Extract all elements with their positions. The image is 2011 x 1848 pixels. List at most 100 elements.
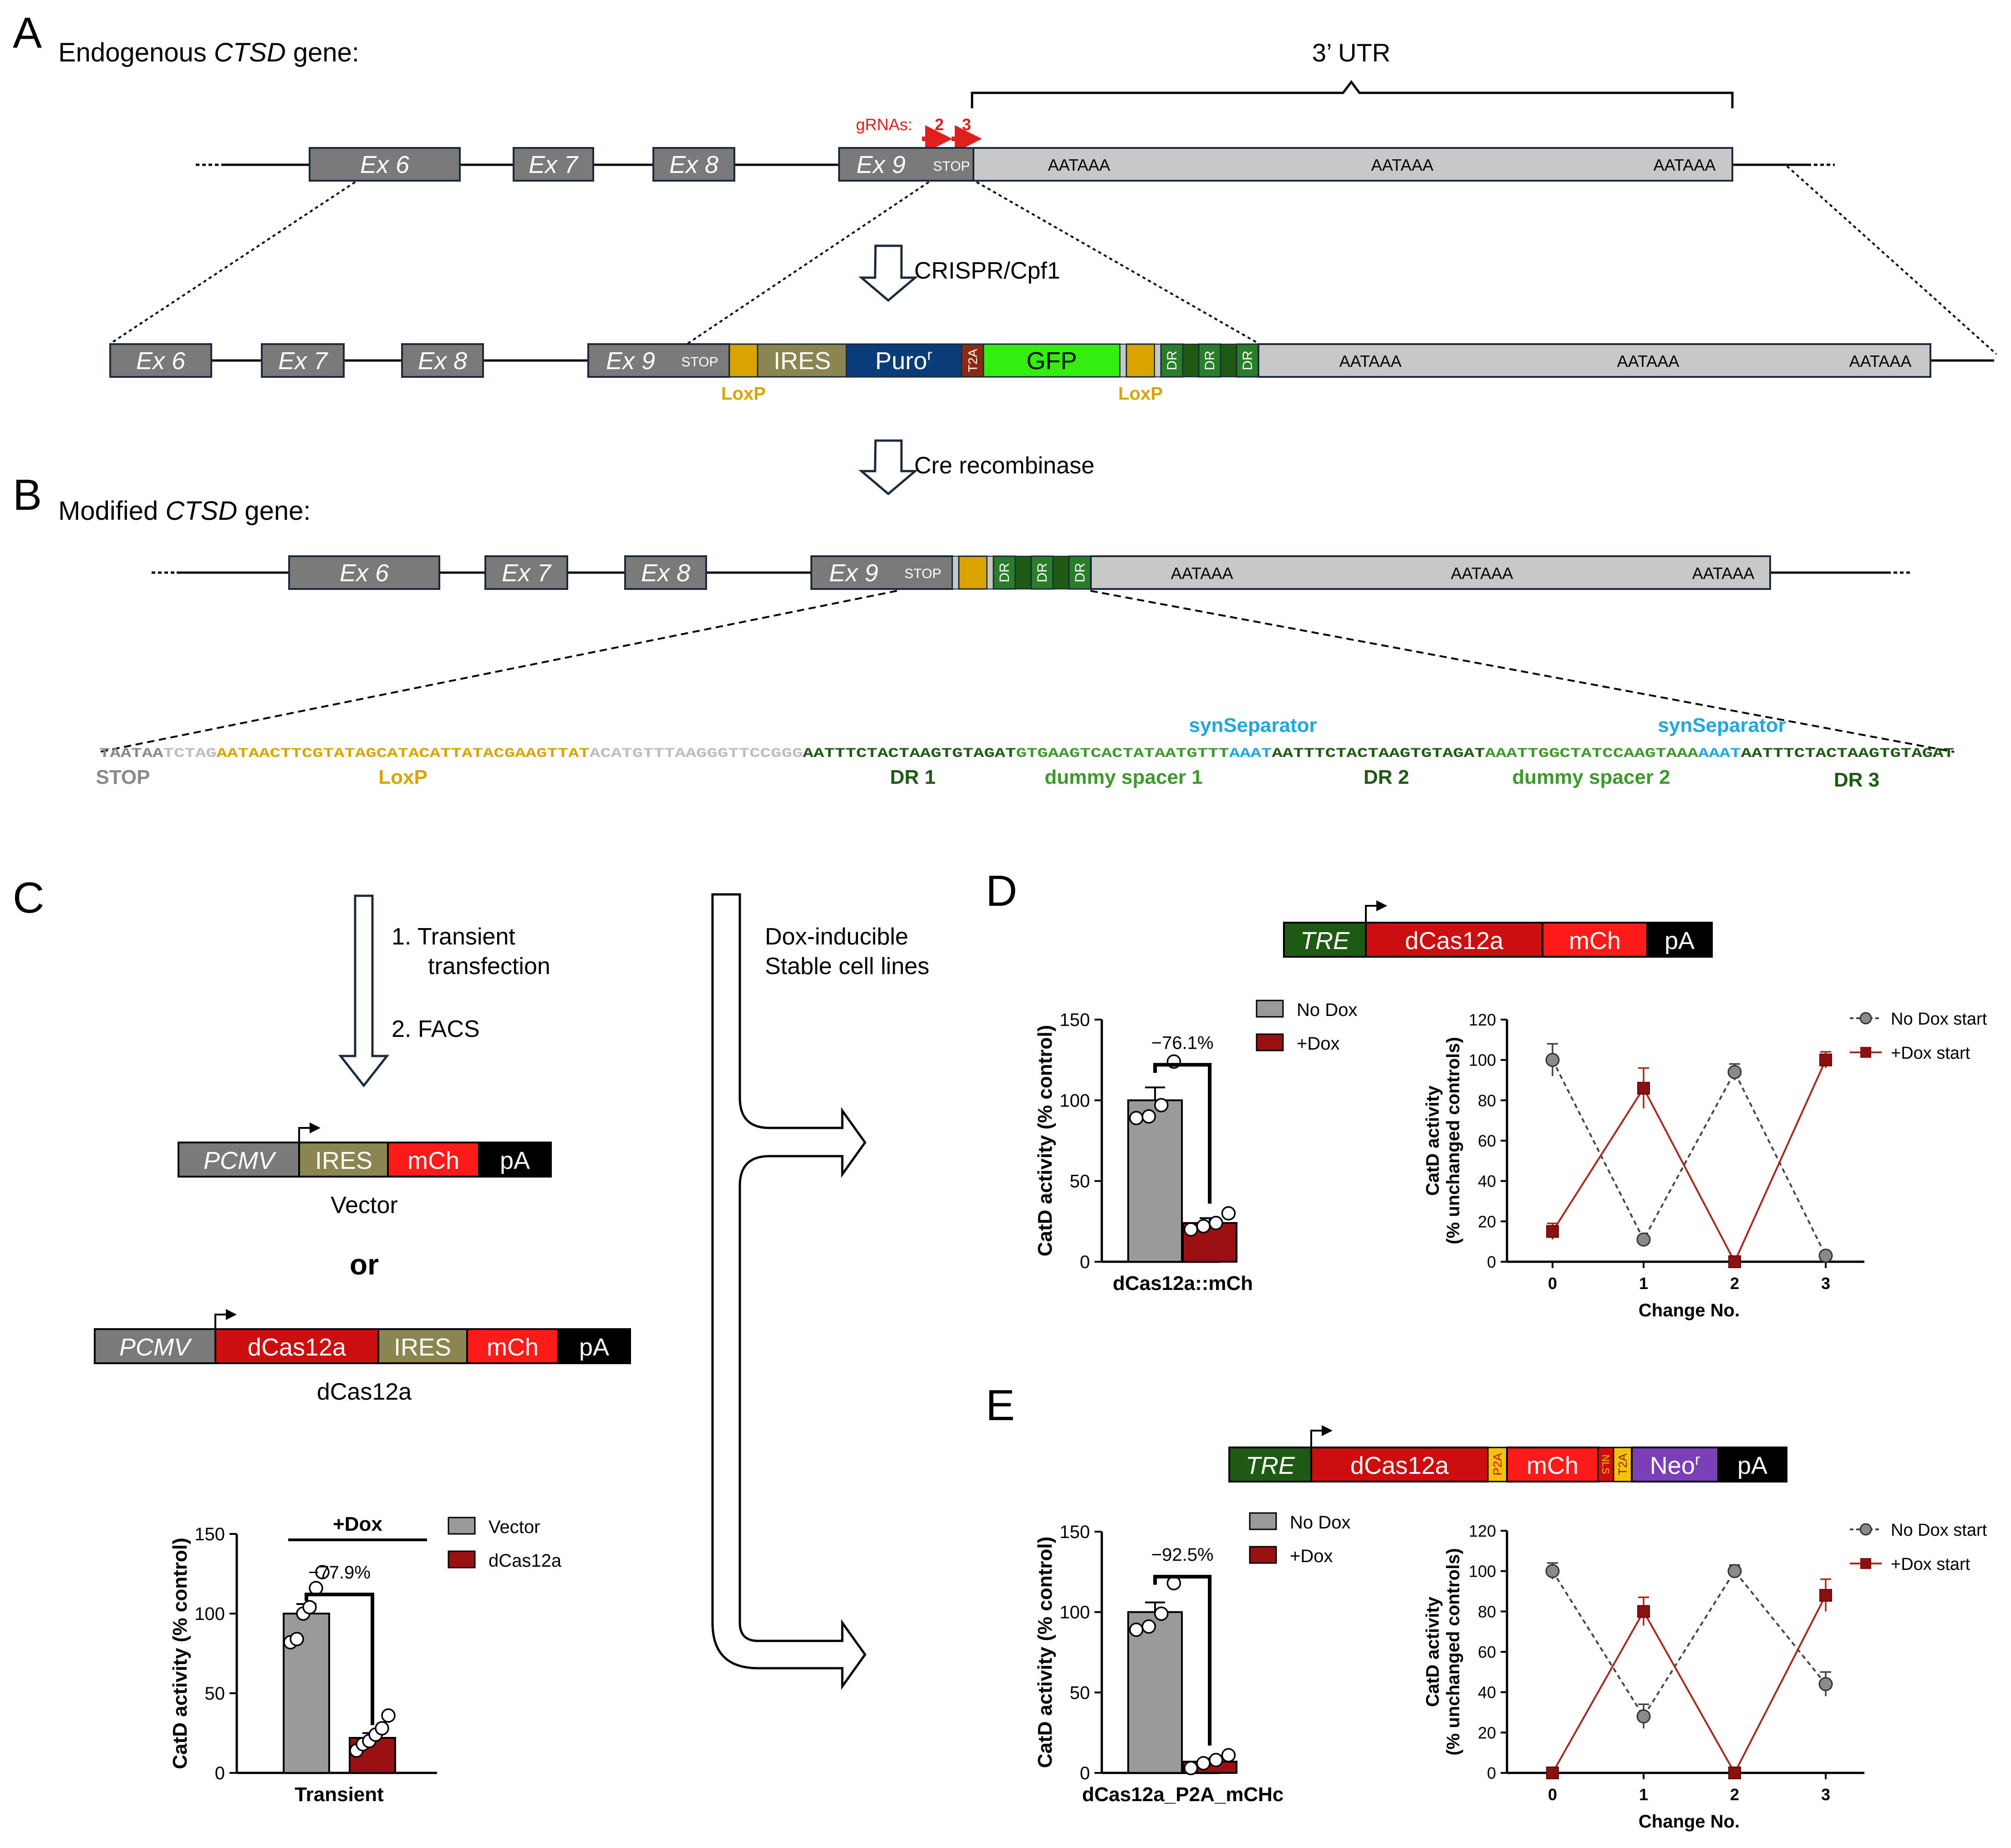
y-tick-label: 80 — [1478, 1091, 1496, 1110]
panel-a-title: Endogenous CTSD gene: — [58, 38, 359, 67]
data-point — [1183, 1222, 1198, 1237]
y-tick-label: 150 — [1059, 1010, 1090, 1030]
exon-8 — [652, 147, 735, 182]
panel-b-title: Modified CTSD gene: — [58, 496, 311, 526]
svg-text:transfection: transfection — [428, 953, 550, 980]
series-point — [1819, 1053, 1832, 1066]
significance-bracket — [305, 1593, 374, 1725]
grna-3-label: 3 — [962, 115, 971, 134]
series-point — [1636, 1232, 1651, 1247]
legend-label-1: +Dox start — [1891, 1044, 1970, 1063]
svg-text:mCh: mCh — [1569, 927, 1621, 954]
y-tick-label: 100 — [1469, 1051, 1496, 1070]
series-point — [1546, 1767, 1559, 1779]
legend-marker-1 — [1860, 1047, 1871, 1058]
data-point — [1129, 1622, 1144, 1637]
crispr-label: CRISPR/Cpf1 — [914, 258, 1060, 284]
legend-label-0: No Dox — [1290, 1513, 1350, 1533]
series-line-1 — [1552, 1059, 1827, 1264]
svg-text:PCMV: PCMV — [204, 1147, 277, 1174]
svg-text:Ex 7: Ex 7 — [502, 559, 552, 587]
e-dcas — [1310, 1447, 1489, 1482]
or-label: or — [350, 1248, 379, 1281]
stable-arrows — [711, 893, 867, 1690]
svg-text:Neor: Neor — [1650, 1451, 1700, 1479]
svg-text:AATAAA: AATAAA — [1451, 564, 1513, 583]
panel-letter-e: E — [986, 1381, 1015, 1430]
svg-text:TRE: TRE — [1246, 1452, 1295, 1479]
dr-block-3 — [1236, 343, 1259, 378]
y-tick-label: 150 — [1059, 1522, 1090, 1542]
legend-marker-0 — [1859, 1523, 1872, 1536]
y-axis-label-1: CatD activity — [1423, 1596, 1443, 1707]
dcas-pcmv — [94, 1328, 216, 1364]
y-axis-label-2: (% unchanged controls) — [1443, 1037, 1463, 1244]
svg-text:pA: pA — [579, 1334, 609, 1361]
transient-arrow — [338, 894, 390, 1088]
synseparator-2: synSeparator — [1658, 714, 1786, 736]
dcas-label: dCas12a — [317, 1379, 412, 1405]
data-point — [1141, 1109, 1156, 1124]
vector-label: Vector — [331, 1192, 397, 1218]
y-tick-label: 0 — [1487, 1253, 1496, 1271]
legend-label-0: No Dox — [1297, 1000, 1357, 1020]
edited-exon-8 — [401, 343, 484, 378]
svg-text:Ex 9: Ex 9 — [606, 347, 655, 375]
b-loxp-block — [958, 555, 988, 590]
e-pa — [1717, 1447, 1787, 1482]
seq-segment-8: AAATTGGCTATCCAAGTAAA — [1485, 746, 1698, 762]
dcas-ires — [377, 1328, 468, 1364]
svg-text:TRE: TRE — [1300, 927, 1350, 954]
exon-6 — [309, 147, 461, 182]
percent-annotation: −92.5% — [1151, 1545, 1214, 1565]
seq-dr3-label: DR 3 — [1834, 769, 1879, 791]
svg-text:Ex 9: Ex 9 — [829, 559, 878, 587]
svg-text:mCh: mCh — [407, 1147, 459, 1174]
y-tick-label: 100 — [1469, 1562, 1496, 1581]
svg-text:T2A: T2A — [1616, 1453, 1629, 1475]
e-tre — [1228, 1447, 1312, 1482]
data-point — [309, 1581, 323, 1595]
svg-text:Ex 6: Ex 6 — [136, 347, 186, 375]
data-point — [302, 1600, 317, 1614]
x-tick-label: 3 — [1821, 1785, 1830, 1804]
loxp-2-block — [1125, 343, 1156, 378]
e-nls — [1597, 1447, 1614, 1482]
y-tick-label: 80 — [1478, 1602, 1496, 1621]
legend-swatch-1 — [1249, 1546, 1277, 1564]
legend-swatch-1 — [448, 1550, 476, 1569]
series-line-1 — [1552, 1594, 1827, 1775]
svg-text:dCas12a: dCas12a — [248, 1334, 346, 1361]
svg-text:GFP: GFP — [1026, 347, 1077, 375]
y-tick-label: 50 — [1070, 1172, 1090, 1192]
legend-label-0: No Dox start — [1891, 1521, 1987, 1540]
x-tick-label: 3 — [1821, 1274, 1830, 1293]
loxp-2-label: LoxP — [1118, 384, 1163, 404]
svg-text:1. Transient: 1. Transient — [392, 924, 515, 950]
y-axis-label: CatD activity (% control) — [169, 1538, 191, 1769]
panel-letter-b: B — [13, 471, 42, 519]
legend-swatch-0 — [1256, 1000, 1284, 1018]
series-point — [1728, 1767, 1741, 1779]
d-pa — [1646, 922, 1713, 958]
data-point — [381, 1708, 396, 1723]
data-point — [1221, 1748, 1236, 1762]
svg-text:Stable cell lines: Stable cell lines — [765, 953, 929, 980]
vector-promoter-arrow — [298, 1122, 321, 1142]
series-point — [1728, 1255, 1741, 1268]
svg-text:2. FACS: 2. FACS — [392, 1016, 480, 1042]
d-tre — [1283, 922, 1367, 958]
seq-segment-10: AATTTCTACTAAGTGTAGAT — [1741, 746, 1954, 762]
x-tick-label: 2 — [1730, 1785, 1739, 1804]
b-utr-block — [1090, 555, 1771, 590]
b-exon-6 — [288, 555, 440, 590]
svg-text:AATAAA: AATAAA — [1617, 352, 1680, 371]
series-point — [1818, 1249, 1833, 1263]
bar-0 — [283, 1613, 330, 1774]
series-point — [1637, 1605, 1650, 1618]
